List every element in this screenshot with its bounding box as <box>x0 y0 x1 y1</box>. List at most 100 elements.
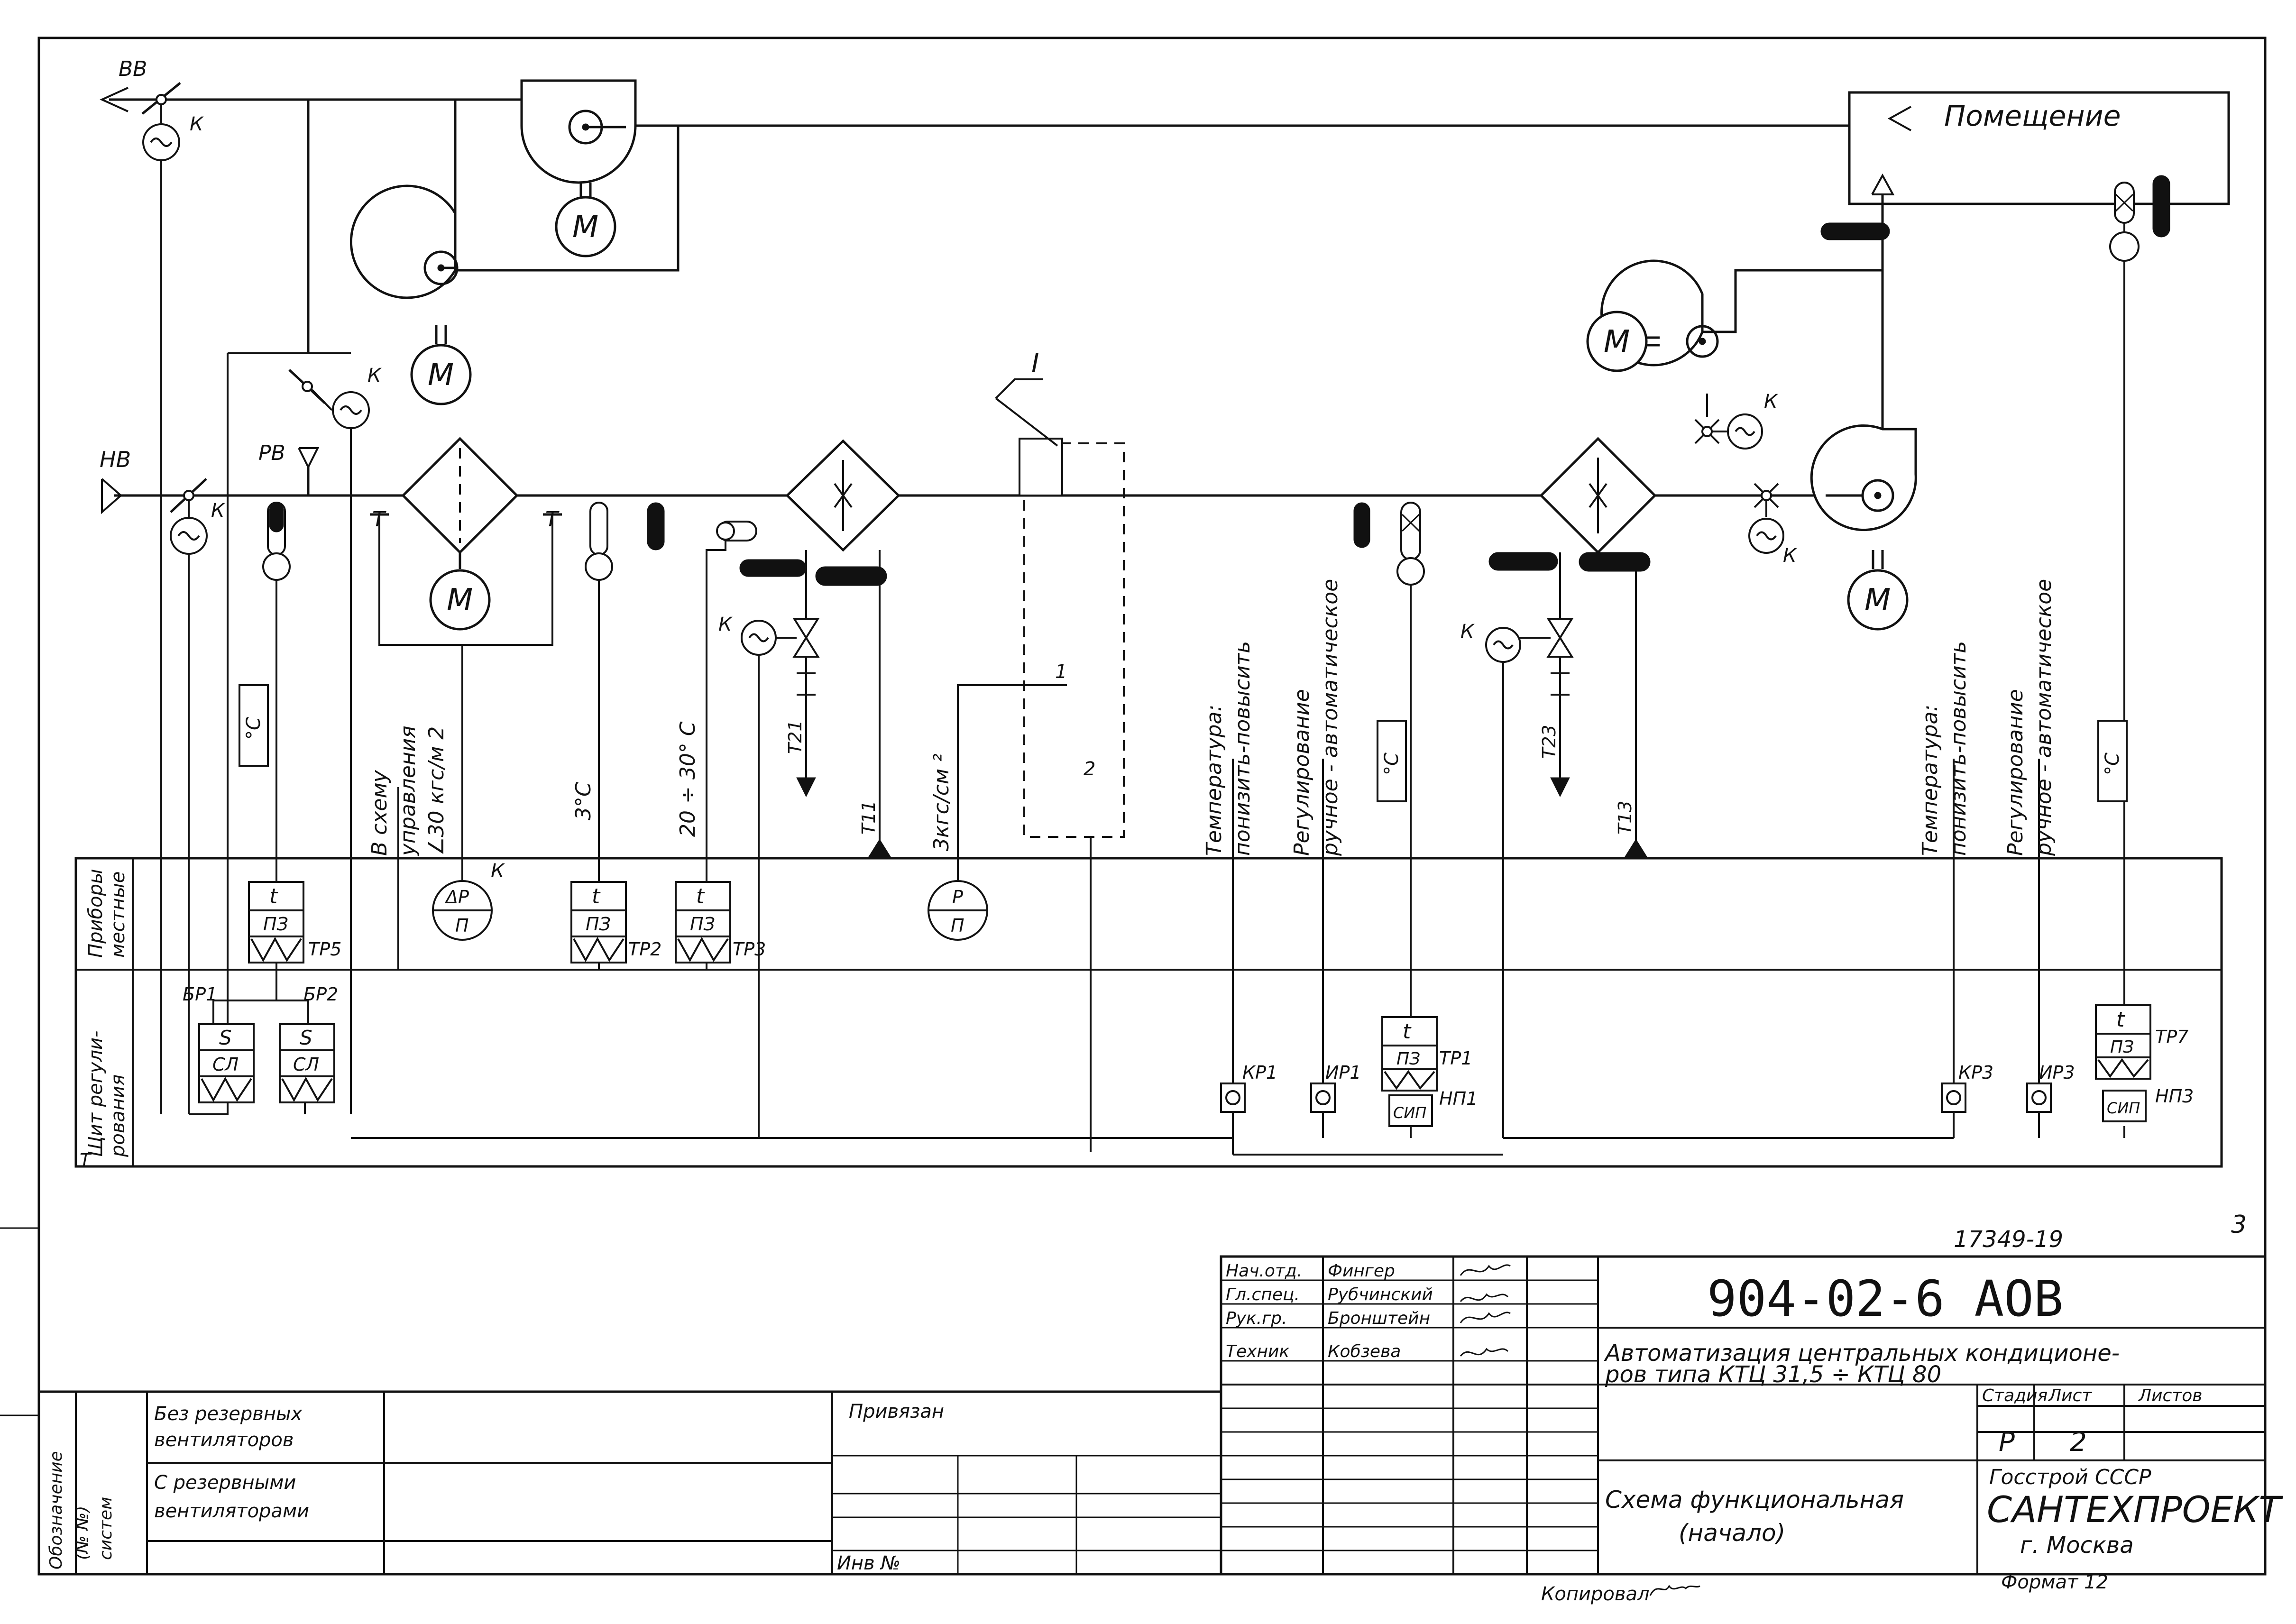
svg-text:Рук.гр.: Рук.гр. <box>1226 1309 1287 1328</box>
controller-tp5: t ПЗ ТР5 <box>248 881 341 963</box>
return-fan-top <box>520 79 637 257</box>
room-temp-sensor-black <box>1820 222 1890 240</box>
supply-air-duct <box>114 173 1895 497</box>
row-no-reserve-1: Без резервных <box>154 1403 303 1425</box>
org-name: САНТЕХПРОЕКТ <box>1987 1488 2283 1531</box>
org-ministry: Госстрой СССР <box>1989 1465 2151 1489</box>
recirculation-damper <box>288 369 370 1114</box>
exhaust-damper <box>141 82 181 1114</box>
outdoor-air-arrow <box>101 478 123 514</box>
svg-text:Нач.отд.: Нач.отд. <box>1226 1261 1302 1281</box>
svg-text:ПЗ: ПЗ <box>1396 1049 1420 1069</box>
svg-text:t: t <box>696 884 705 908</box>
copied-label: Копировал <box>1541 1583 1650 1605</box>
svg-text:НП1: НП1 <box>1439 1088 1478 1109</box>
svg-text:ТР7: ТР7 <box>2155 1027 2188 1047</box>
svg-text:ТР1: ТР1 <box>1439 1048 1472 1069</box>
svg-text:t: t <box>592 884 601 908</box>
svg-text:Регулирование: Регулирование <box>2003 689 2028 856</box>
relay-br1: S СЛ БР1 <box>183 984 255 1103</box>
exhaust-damper-k: К <box>190 113 204 135</box>
motor-top-label: М <box>572 210 598 245</box>
svg-text:Р: Р <box>952 887 963 908</box>
stage-value: Р <box>1999 1427 2015 1458</box>
room-temp-readout: °C <box>2097 720 2128 802</box>
svg-text:систем: систем <box>96 1497 116 1560</box>
svg-text:Рубчинский: Рубчинский <box>1328 1285 1433 1304</box>
temperature-text-1: Температура: понизить-повысить <box>1202 641 1255 856</box>
svg-text:t: t <box>2116 1008 2125 1032</box>
supply-fan <box>1810 424 1917 631</box>
svg-text:управления: управления <box>396 725 420 857</box>
button-ip1: ИР1 <box>1310 1062 1361 1113</box>
return-fan-lower <box>349 184 472 405</box>
temp-20-30-text: 20 ÷ 30° С <box>676 721 700 837</box>
svg-text:П: П <box>951 915 964 936</box>
controller-tp2: t ПЗ ТР2 <box>570 881 661 963</box>
svg-text:ТР3: ТР3 <box>733 939 766 960</box>
control-scheme-text: В схему управления ∠30 кгс/м 2 <box>367 725 449 857</box>
controller-tp1: t ПЗ СИП ТР1 НП1 <box>1381 1016 1478 1127</box>
title-block-signatures: Нач.отд. Гл.спец. Рук.гр. Техник Фингер … <box>1226 1261 1511 1361</box>
svg-text:понизить-повысить: понизить-повысить <box>1947 641 1971 856</box>
air-filter <box>370 437 562 646</box>
outdoor-label: НВ <box>100 447 131 472</box>
svg-text:ТР2: ТР2 <box>628 939 661 960</box>
svg-text:Обозначение: Обозначение <box>46 1451 66 1569</box>
temp-3c-text: 3°C <box>571 782 596 820</box>
svg-text:Приборы: Приборы <box>85 869 107 958</box>
inventory-label: Инв № <box>837 1552 900 1574</box>
room-label: Помещение <box>1944 100 2121 133</box>
controller-tp3: t ПЗ ТР3 <box>675 881 766 963</box>
sheet-header: Лист <box>2048 1386 2092 1405</box>
svg-text:S: S <box>300 1026 312 1049</box>
scheme-name-line2: (начало) <box>1679 1519 1785 1547</box>
svg-text:Бронштейн: Бронштейн <box>1328 1309 1430 1328</box>
svg-text:ручное - автоматическое: ручное - автоматическое <box>1318 579 1342 856</box>
sheets-header: Листов <box>2138 1386 2202 1405</box>
supply-temp-sensor-1 <box>706 521 757 882</box>
svg-text:СЛ: СЛ <box>293 1054 319 1075</box>
bound-label: Привязан <box>849 1401 944 1422</box>
designation-label: Обозначение (№ №) систем <box>46 1451 116 1569</box>
row-with-reserve-2: вентиляторами <box>154 1500 309 1522</box>
svg-text:t: t <box>1403 1019 1412 1044</box>
filter-motor-label: М <box>447 583 473 618</box>
svg-text:КР3: КР3 <box>1958 1062 1993 1083</box>
svg-text:местные: местные <box>107 872 129 958</box>
document-code: 904-02-6 АОВ <box>1707 1270 2063 1328</box>
svg-text:ПЗ: ПЗ <box>586 914 611 935</box>
svg-text:∠30 кгс/м 2: ∠30 кгс/м 2 <box>424 726 449 856</box>
outdoor-temp-sensor <box>262 502 291 882</box>
button-ip3: ИР3 <box>2026 1062 2075 1113</box>
svg-text:Техник: Техник <box>1226 1342 1289 1361</box>
outdoor-damper <box>170 478 208 1114</box>
after-filter-temp-sensor <box>585 502 665 882</box>
mid-temp-readout: °C <box>1377 720 1407 802</box>
svg-text:°C: °C <box>1381 752 1403 775</box>
section-i-label: I <box>1031 348 1039 379</box>
recirc-damper-k: К <box>367 365 382 386</box>
org-city: г. Москва <box>2020 1532 2134 1559</box>
svg-text:Температура:: Температура: <box>1918 705 1942 856</box>
svg-text:°C: °C <box>2102 752 2123 775</box>
svg-text:БР1: БР1 <box>183 984 217 1005</box>
svg-text:t: t <box>269 884 278 908</box>
mid-temp-humidity-sensor <box>1353 502 1425 1017</box>
outdoor-temp-readout: °C <box>239 684 269 767</box>
second-heater <box>1485 437 1657 1138</box>
heater2-k: К <box>1460 621 1475 642</box>
svg-text:ПЗ: ПЗ <box>2110 1037 2134 1057</box>
stage-header: Стадия <box>1982 1386 2048 1405</box>
temperature-text-2: Температура: понизить-повысить <box>1918 641 1971 856</box>
document-title-line2: ров типа КТЦ 31,5 ÷ КТЦ 80 <box>1605 1361 1941 1388</box>
filter-t-right: Т <box>545 507 560 532</box>
pipe-t23: Т23 <box>1539 725 1560 759</box>
svg-text:СЛ: СЛ <box>212 1054 239 1075</box>
svg-text:Щит регули-: Щит регули- <box>85 1031 107 1157</box>
pipe-t11: Т11 <box>858 800 879 835</box>
regulation-text-1: Регулирование ручное - автоматическое <box>1290 579 1342 856</box>
motor-lower-label: М <box>428 358 454 393</box>
relay-br2: S СЛ БР2 <box>279 984 338 1103</box>
svg-text:ИР3: ИР3 <box>2039 1062 2075 1083</box>
